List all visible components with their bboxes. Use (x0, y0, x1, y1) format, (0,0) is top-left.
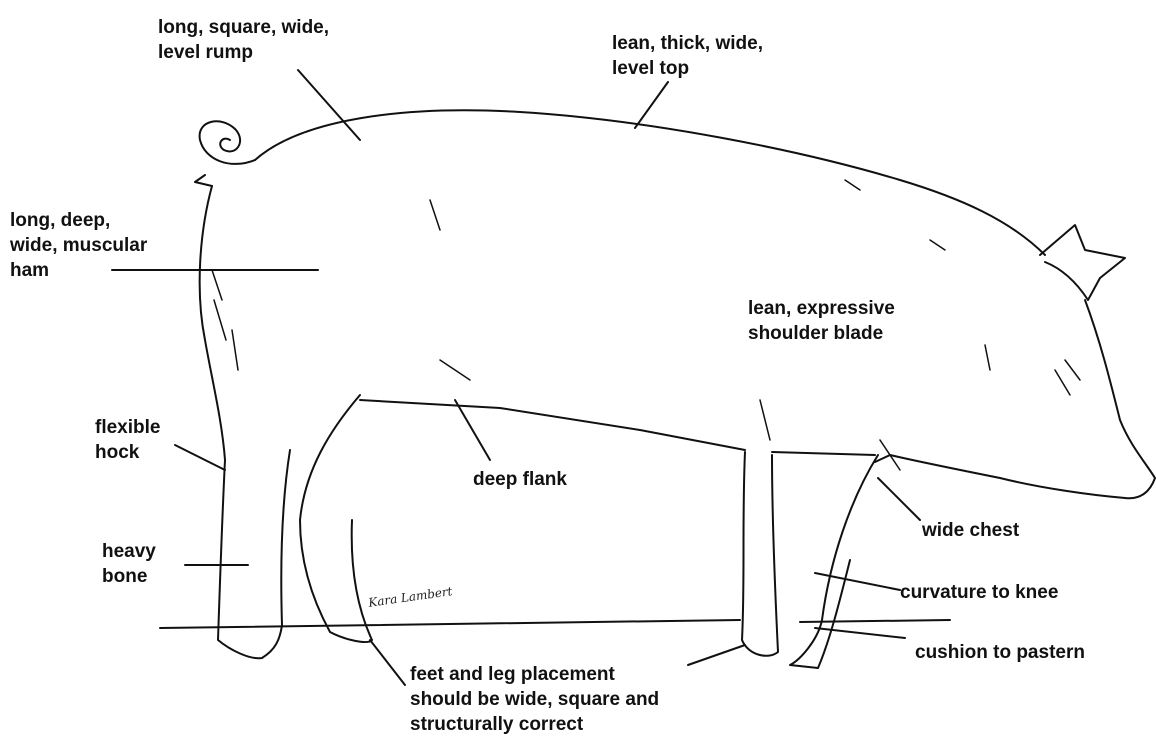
pointer-flank (455, 400, 490, 460)
label-feet-line-3: structurally correct (410, 712, 659, 737)
label-hock-line-1: flexible (95, 415, 160, 440)
label-rump-line-1: long, square, wide, (158, 15, 329, 40)
label-feet-line-1: feet and leg placement (410, 662, 659, 687)
label-top-line-1: lean, thick, wide, (612, 31, 763, 56)
ear (1040, 225, 1125, 300)
label-shoulder: lean, expressive shoulder blade (748, 296, 895, 346)
label-shoulder-line-1: lean, expressive (748, 296, 895, 321)
inner-rear-leg (300, 395, 372, 642)
label-knee-line-1: curvature to knee (900, 580, 1058, 605)
label-rump: long, square, wide, level rump (158, 15, 329, 65)
pointer-chest (878, 478, 920, 520)
pointer-top (635, 82, 668, 128)
near-front-leg (790, 455, 878, 668)
snout (1000, 300, 1155, 498)
label-ham-line-1: long, deep, (10, 208, 147, 233)
label-pastern: cushion to pastern (915, 640, 1085, 665)
label-flank: deep flank (473, 467, 567, 492)
label-ham: long, deep, wide, muscular ham (10, 208, 147, 283)
pointer-feet-left (370, 640, 405, 685)
label-top: lean, thick, wide, level top (612, 31, 763, 81)
label-shoulder-line-2: shoulder blade (748, 321, 895, 346)
label-bone-line-2: bone (102, 564, 156, 589)
chest-line (772, 452, 875, 455)
label-flank-line-1: deep flank (473, 467, 567, 492)
label-ham-line-2: wide, muscular (10, 233, 147, 258)
label-hock-line-2: hock (95, 440, 160, 465)
label-chest: wide chest (922, 518, 1019, 543)
pointer-rump (298, 70, 360, 140)
back-line (255, 110, 1045, 255)
label-bone: heavy bone (102, 539, 156, 589)
tail (195, 121, 255, 186)
belly-line (360, 400, 745, 450)
label-hock: flexible hock (95, 415, 160, 465)
label-chest-line-1: wide chest (922, 518, 1019, 543)
label-pastern-line-1: cushion to pastern (915, 640, 1085, 665)
label-bone-line-1: heavy (102, 539, 156, 564)
label-feet-line-2: should be wide, square and (410, 687, 659, 712)
ham-outline (200, 186, 290, 658)
far-front-leg (742, 452, 778, 656)
label-feet: feet and leg placement should be wide, s… (410, 662, 659, 737)
jaw (875, 455, 1000, 478)
label-ham-line-3: ham (10, 258, 147, 283)
label-rump-line-2: level rump (158, 40, 329, 65)
label-top-line-2: level top (612, 56, 763, 81)
pointer-hock (175, 445, 225, 470)
pointer-feet-right (688, 645, 745, 665)
label-knee: curvature to knee (900, 580, 1058, 605)
